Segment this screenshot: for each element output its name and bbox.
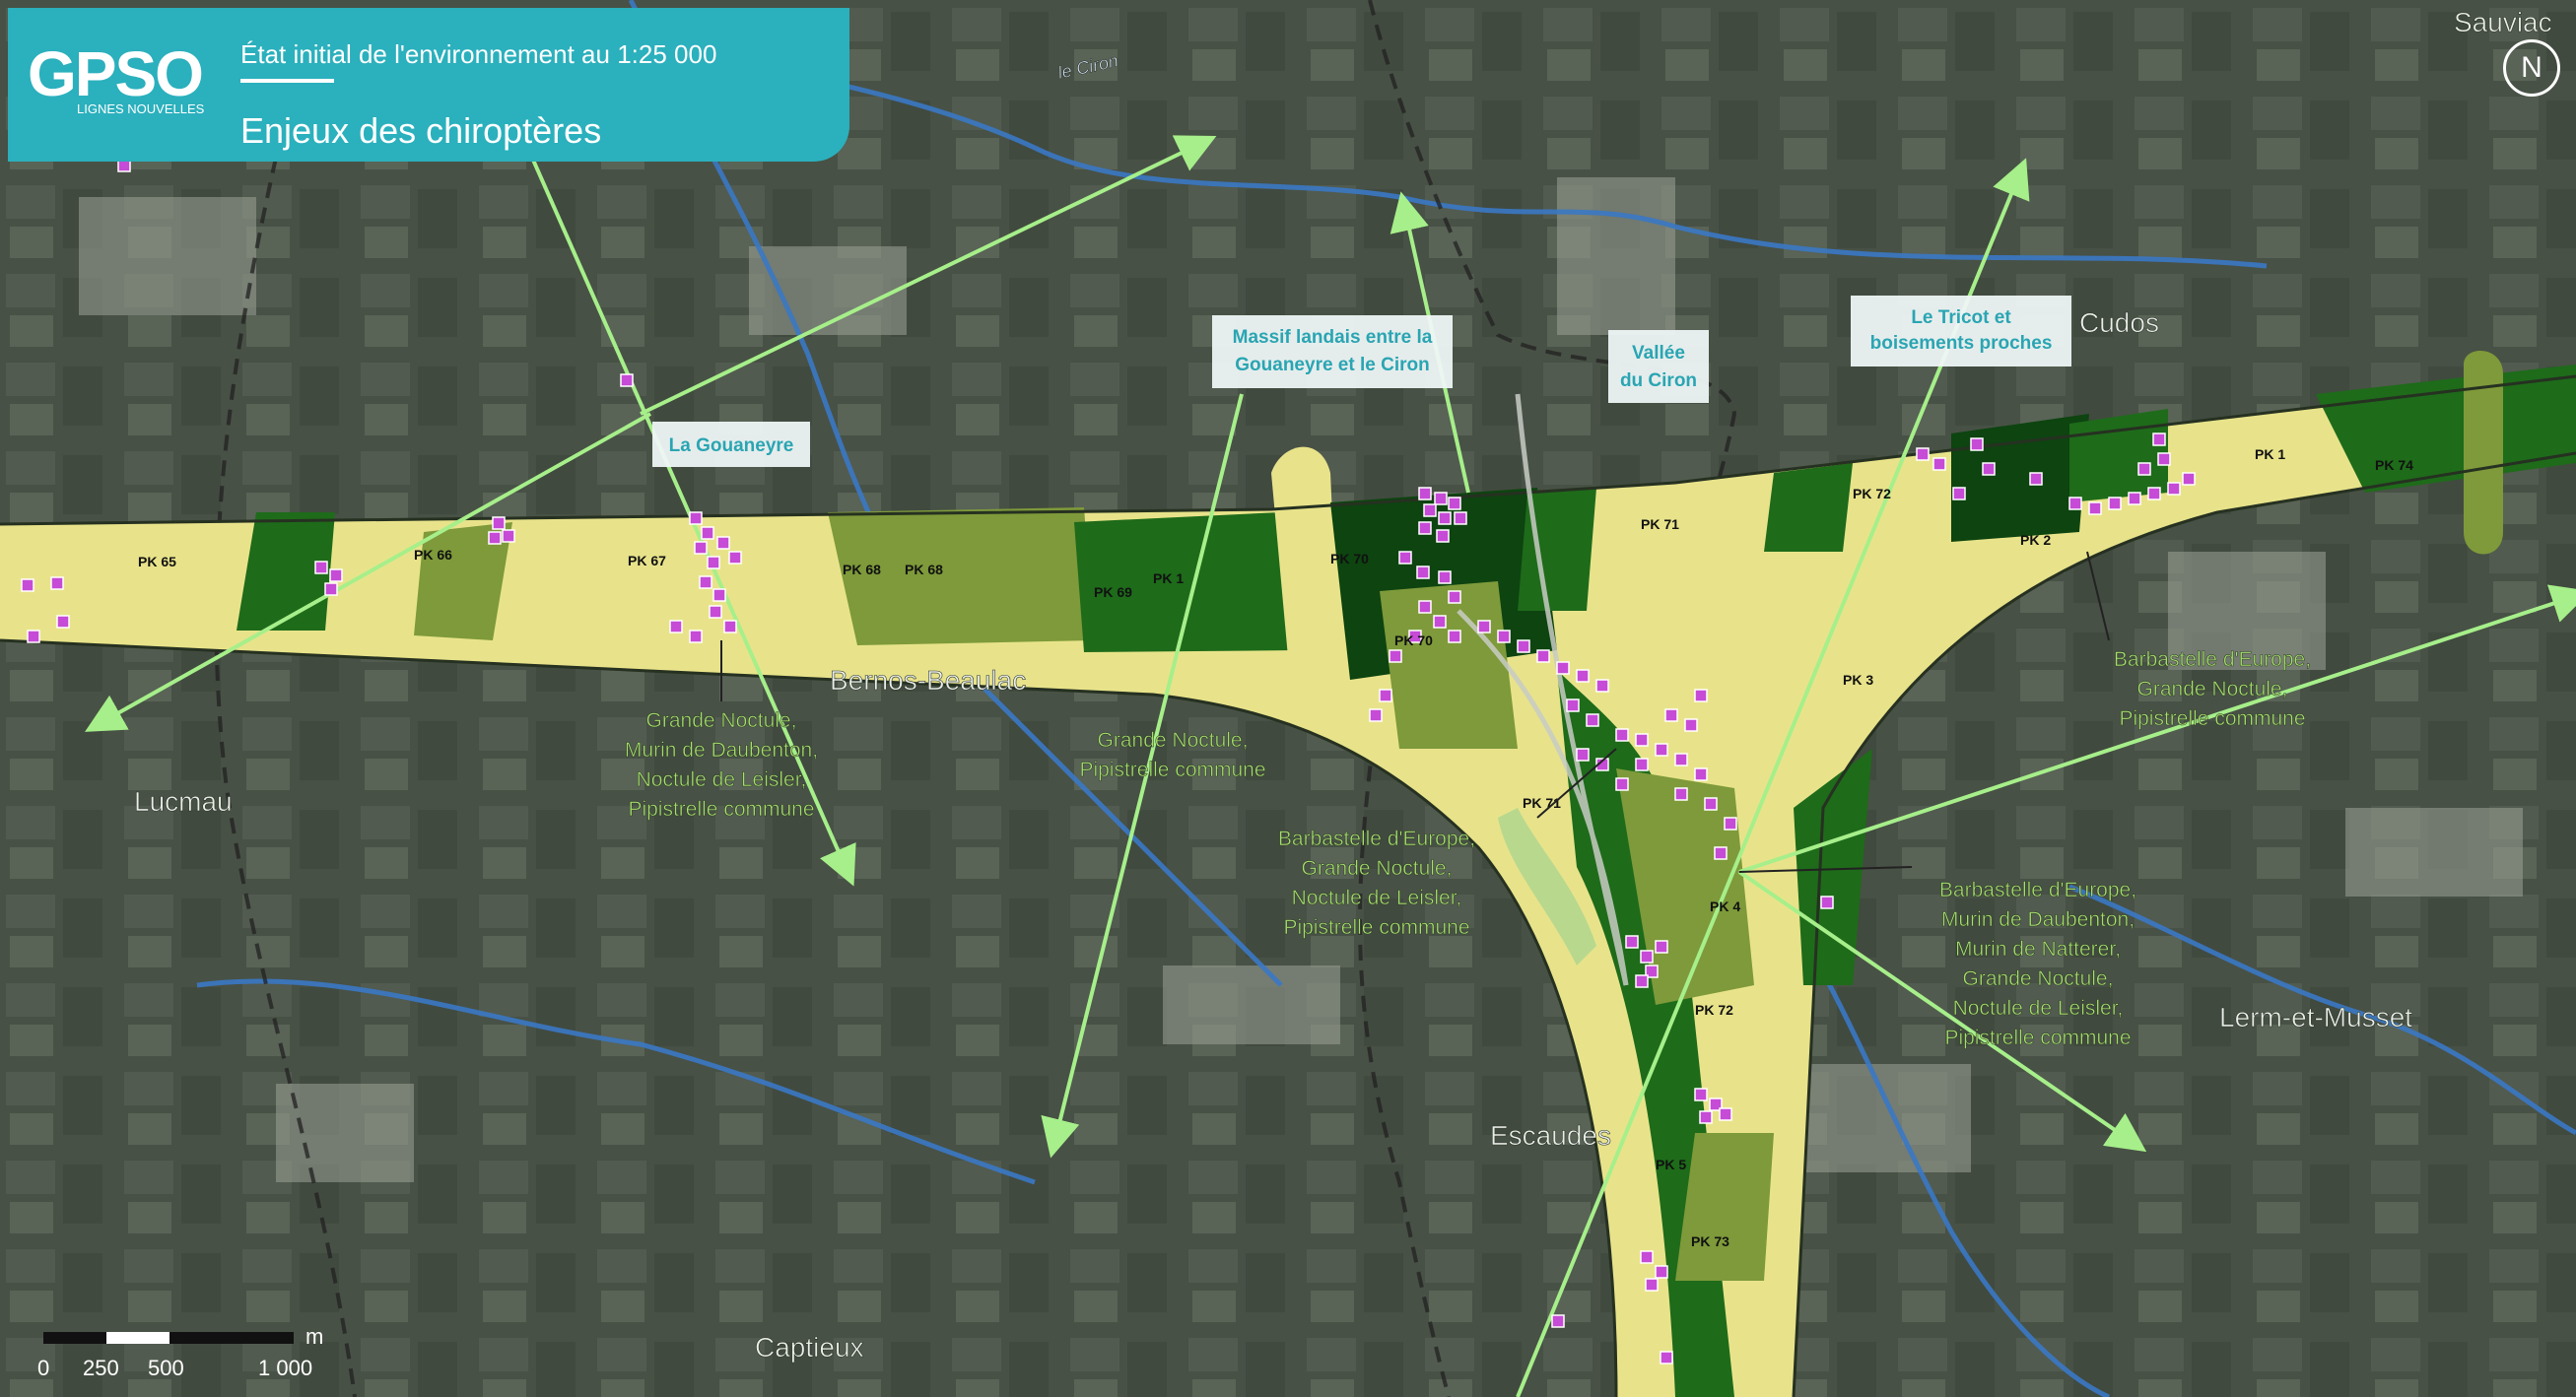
species-label: Barbastelle d'Europe,	[1939, 879, 2136, 901]
species-label: Noctule de Leisler,	[637, 768, 807, 791]
rail-corridor	[0, 351, 2576, 1397]
callout-massif-line1: Massif landais entre la	[1233, 327, 1433, 348]
pk-label: PK 1	[1153, 570, 1184, 586]
species-label: Pipistrelle commune	[2119, 707, 2305, 730]
pk-label: PK 70	[1394, 632, 1433, 648]
scale-tick: 500	[148, 1356, 184, 1380]
place-names: Sauviac Cudos Bernos-Beaulac Lucmau Esca…	[134, 7, 2552, 1364]
callout-tricot-line1: Le Tricot et	[1911, 307, 2011, 328]
map-subtitle: État initial de l'environnement au 1:25 …	[240, 39, 717, 69]
species-label: Pipistrelle commune	[628, 798, 814, 821]
scale-tick: 1 000	[258, 1356, 312, 1380]
pk-label: PK 71	[1641, 516, 1679, 532]
species-label: Pipistrelle commune	[1944, 1027, 2131, 1049]
place-captieux: Captieux	[755, 1332, 864, 1363]
pk-label: PK 65	[138, 554, 176, 569]
place-lerm-et-musset: Lerm-et-Musset	[2219, 1002, 2412, 1032]
species-label: Grande Noctule,	[1963, 967, 2114, 990]
pk-label: PK 73	[1691, 1233, 1729, 1249]
pk-markers: PK 65 PK 66 PK 67 PK 68 PK 68 PK 69 PK 1…	[138, 446, 2413, 1249]
callouts: La Gouaneyre Massif landais entre la Gou…	[652, 296, 2071, 467]
pk-label: PK 70	[1330, 551, 1369, 566]
pk-label: PK 2	[2020, 532, 2051, 548]
header-divider	[240, 79, 334, 83]
species-label: Murin de Daubenton,	[1941, 908, 2135, 931]
species-label: Barbastelle d'Europe,	[2114, 648, 2311, 671]
observation-points	[21, 159, 2196, 1364]
pk-label: PK 71	[1523, 795, 1561, 811]
species-labels: Grande Noctule, Murin de Daubenton, Noct…	[625, 648, 2312, 1050]
pk-label: PK 5	[1656, 1157, 1686, 1172]
species-label: Barbastelle d'Europe,	[1278, 828, 1475, 850]
place-bernos-beaulac: Bernos-Beaulac	[830, 665, 1026, 696]
species-label: Grande Noctule,	[646, 709, 797, 732]
callout-gouaneyre: La Gouaneyre	[669, 435, 794, 456]
species-label: Murin de Natterer,	[1955, 938, 2121, 961]
leader-lines	[720, 551, 2110, 873]
header-panel: GPSO LIGNES NOUVELLES État initial de l'…	[8, 8, 849, 162]
species-label: Noctule de Leisler,	[1292, 887, 1462, 909]
north-arrow-icon: N	[2503, 39, 2560, 97]
pk-label: PK 3	[1843, 672, 1873, 688]
map-title: Enjeux des chiroptères	[240, 110, 602, 151]
species-label: Murin de Daubenton,	[625, 739, 818, 762]
callout-vallee-line2: du Ciron	[1620, 370, 1697, 391]
scale-tick: 250	[83, 1356, 119, 1380]
gpso-logo: GPSO	[28, 38, 204, 109]
pk-label: PK 72	[1853, 486, 1891, 501]
scale-unit: m	[305, 1324, 323, 1349]
place-escaudes: Escaudes	[1490, 1120, 1611, 1151]
callout-vallee-line1: Vallée	[1632, 343, 1685, 364]
species-label: Noctule de Leisler,	[1953, 997, 2124, 1020]
place-cudos: Cudos	[2079, 307, 2159, 338]
pk-label: PK 1	[2255, 446, 2285, 462]
pk-label: PK 4	[1710, 898, 1740, 914]
species-label: Pipistrelle commune	[1283, 916, 1469, 939]
pk-label: PK 74	[2375, 457, 2413, 473]
species-label: Pipistrelle commune	[1079, 759, 1265, 781]
pk-label: PK 68	[905, 562, 943, 577]
species-label: Grande Noctule,	[2137, 678, 2288, 700]
clearings	[79, 177, 2523, 1182]
species-label: Grande Noctule,	[1098, 729, 1249, 752]
pk-label: PK 66	[414, 547, 452, 563]
pk-label: PK 72	[1695, 1002, 1733, 1018]
logo-subtitle: LIGNES NOUVELLES	[77, 101, 205, 116]
pk-label: PK 68	[843, 562, 881, 577]
scale-tick: 0	[37, 1356, 49, 1380]
callout-tricot-line2: boisements proches	[1870, 333, 2053, 354]
pk-label: PK 67	[628, 553, 666, 568]
scale-bar: m 0 250 500 1 000	[37, 1324, 323, 1380]
callout-massif-line2: Gouaneyre et le Ciron	[1235, 355, 1429, 375]
place-sauviac: Sauviac	[2454, 7, 2552, 37]
species-label: Grande Noctule,	[1302, 857, 1453, 880]
place-lucmau: Lucmau	[134, 786, 233, 817]
roads	[1457, 393, 1629, 986]
pk-label: PK 69	[1094, 584, 1132, 600]
